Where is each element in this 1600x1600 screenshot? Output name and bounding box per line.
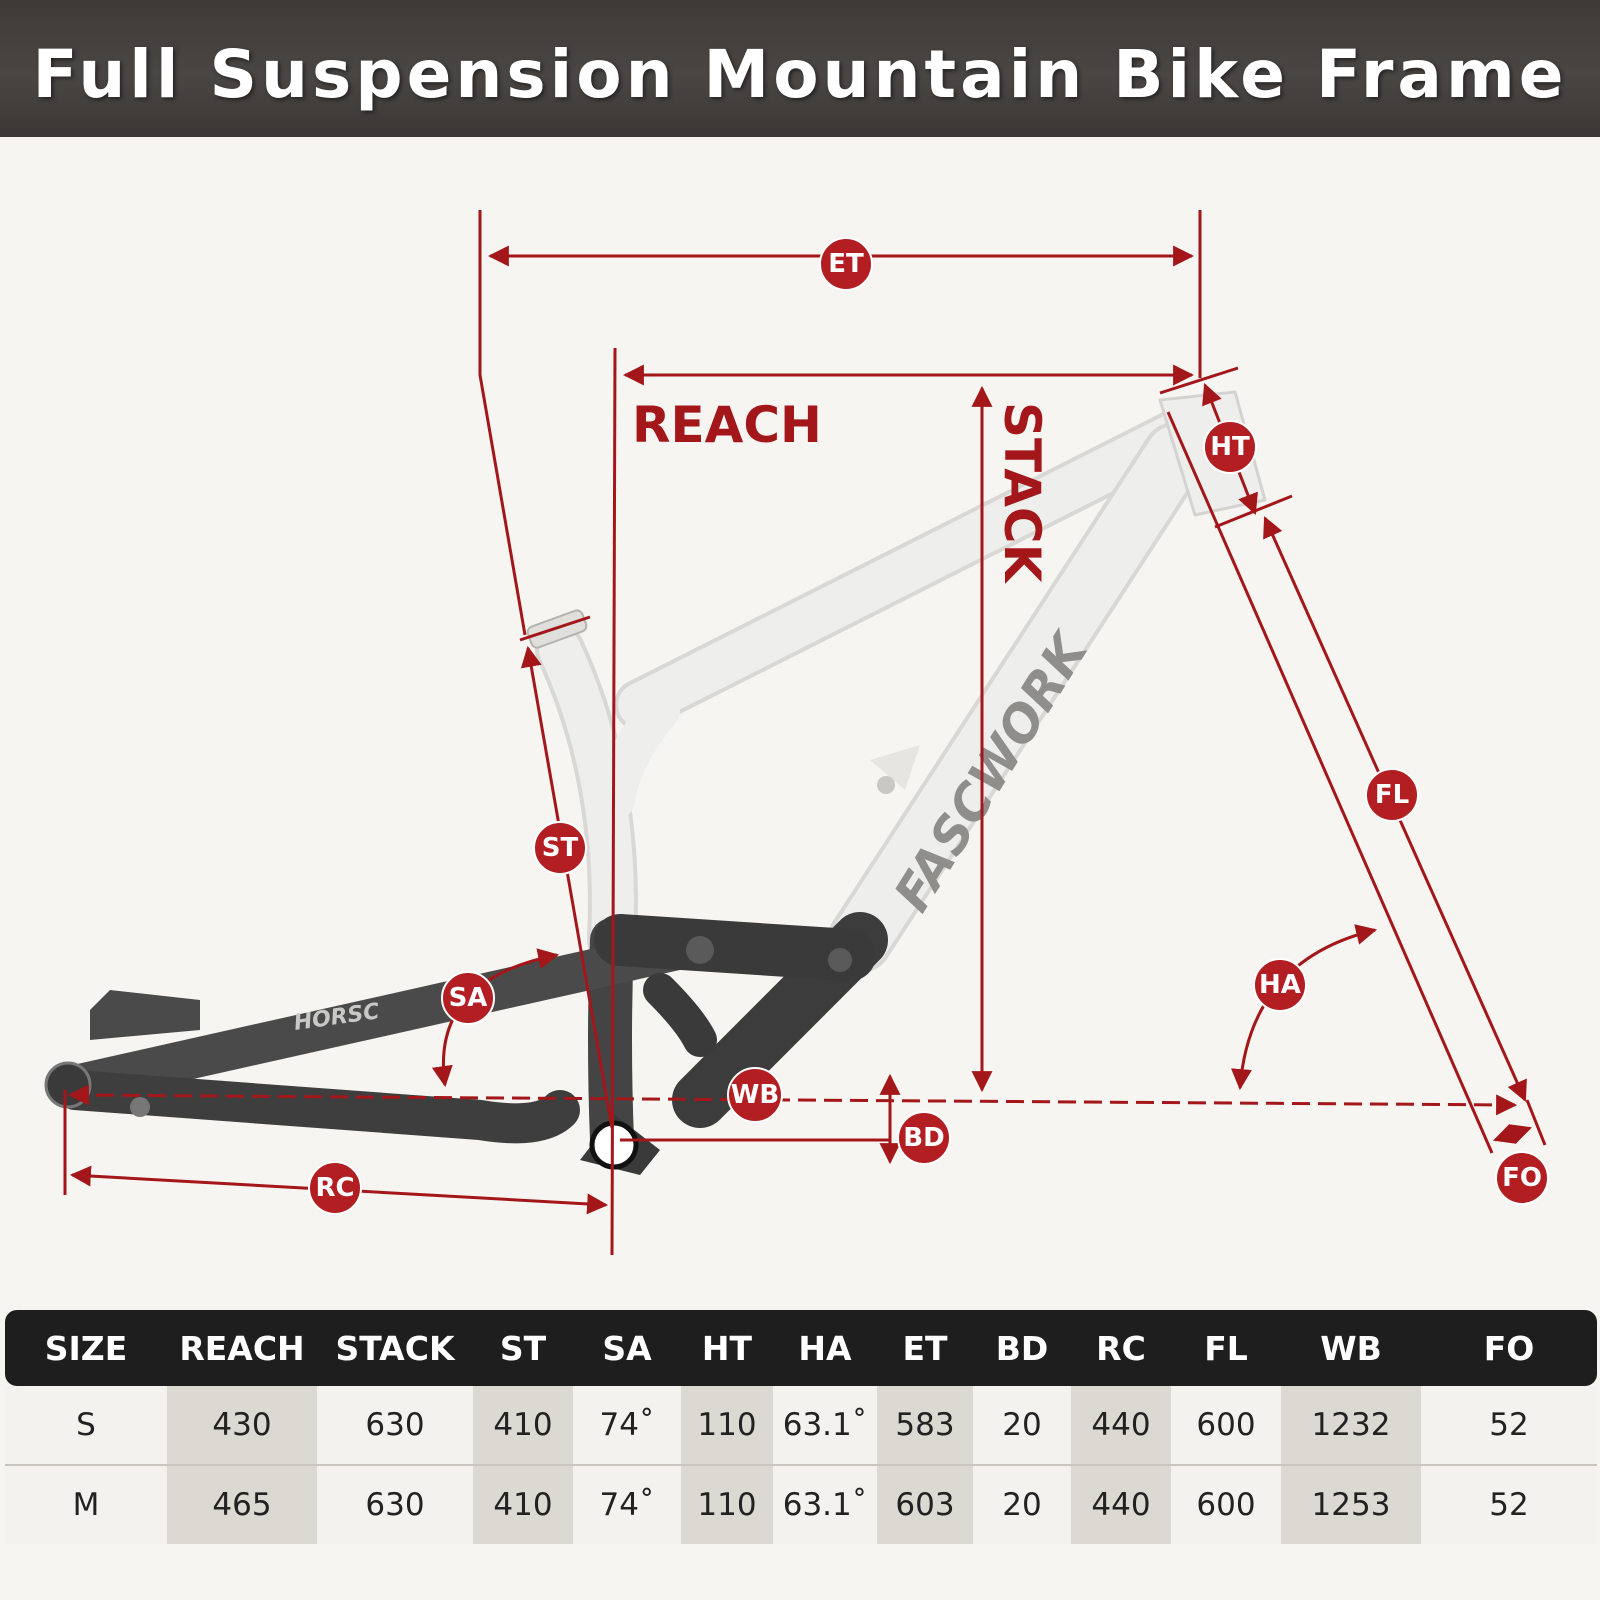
table-cell: 600: [1171, 1386, 1281, 1466]
table-cell: 440: [1071, 1386, 1171, 1466]
table-cell: 1253: [1281, 1465, 1421, 1544]
table-header-row: SIZE REACH STACK ST SA HT HA ET BD RC FL…: [5, 1310, 1597, 1386]
table-cell: 110: [681, 1465, 773, 1544]
fo-right-tick: [1525, 1099, 1547, 1146]
ht-top-tick: [1159, 366, 1239, 395]
front-triangle: [526, 390, 1267, 973]
col-header-stack: STACK: [317, 1310, 473, 1386]
table-cell: 110: [681, 1386, 773, 1466]
table-cell: 20: [973, 1465, 1071, 1544]
svg-text:FO: FO: [1502, 1163, 1542, 1193]
geometry-diagram: FASCWORK HORSC RE: [44, 210, 1549, 1256]
col-header-rc: RC: [1071, 1310, 1171, 1386]
badge-rc: RC: [308, 1161, 362, 1215]
col-header-size: SIZE: [5, 1310, 167, 1386]
table-cell: 1232: [1281, 1386, 1421, 1466]
badge-sa: SA: [441, 971, 495, 1025]
badge-st: ST: [533, 821, 587, 875]
col-header-st: ST: [473, 1310, 573, 1386]
table-cell: 440: [1071, 1465, 1171, 1544]
table-cell: 52: [1421, 1386, 1597, 1466]
badge-et: ET: [819, 237, 873, 291]
svg-text:WB: WB: [731, 1080, 780, 1110]
table-cell: 52: [1421, 1465, 1597, 1544]
col-header-wb: WB: [1281, 1310, 1421, 1386]
fork-axis-line: [1166, 411, 1494, 1154]
col-header-ht: HT: [681, 1310, 773, 1386]
table-cell: 63.1˚: [773, 1386, 877, 1466]
badge-fl: FL: [1365, 768, 1419, 822]
badge-wb: WB: [727, 1067, 783, 1123]
downtube-brand-text: FASCWORK: [883, 622, 1100, 922]
svg-text:ST: ST: [542, 833, 579, 863]
svg-text:SA: SA: [449, 983, 488, 1013]
col-header-bd: BD: [973, 1310, 1071, 1386]
reach-label: REACH: [632, 396, 822, 454]
table-cell: 20: [973, 1386, 1071, 1466]
geometry-table: SIZE REACH STACK ST SA HT HA ET BD RC FL…: [5, 1310, 1597, 1544]
badge-ht: HT: [1203, 420, 1257, 474]
svg-text:HA: HA: [1259, 970, 1301, 1000]
table-cell: 410: [473, 1465, 573, 1544]
bike-frame: FASCWORK HORSC: [44, 390, 1267, 1175]
svg-text:BD: BD: [903, 1123, 944, 1153]
table-cell: 630: [317, 1386, 473, 1466]
col-header-fo: FO: [1421, 1310, 1597, 1386]
st-top-tick: [519, 615, 591, 642]
table-cell: M: [5, 1465, 167, 1544]
table-row: S 430 630 410 74˚ 110 63.1˚ 583 20 440 6…: [5, 1386, 1597, 1466]
st-arrow: [520, 645, 614, 1129]
svg-text:ET: ET: [828, 249, 864, 279]
table-cell: 600: [1171, 1465, 1281, 1544]
ha-arc: [1231, 924, 1378, 1091]
table-cell: 410: [473, 1386, 573, 1466]
table-cell: 74˚: [573, 1465, 681, 1544]
table-cell: 583: [877, 1386, 973, 1466]
badge-ha: HA: [1253, 958, 1307, 1012]
wb-dashed-line: [67, 1084, 1518, 1116]
col-header-ha: HA: [773, 1310, 877, 1386]
page-title: Full Suspension Mountain Bike Frame: [32, 36, 1568, 113]
table-cell: 74˚: [573, 1386, 681, 1466]
table-cell: 630: [317, 1465, 473, 1544]
col-header-fl: FL: [1171, 1310, 1281, 1386]
svg-text:RC: RC: [315, 1173, 354, 1203]
table-cell: 465: [167, 1465, 317, 1544]
badge-bd: BD: [897, 1111, 951, 1165]
table-row: M 465 630 410 74˚ 110 63.1˚ 603 20 440 6…: [5, 1465, 1597, 1544]
col-header-reach: REACH: [167, 1310, 317, 1386]
et-left-extension: [478, 210, 527, 636]
table-cell: 603: [877, 1465, 973, 1544]
table-cell: 430: [167, 1386, 317, 1466]
table-cell: 63.1˚: [773, 1465, 877, 1544]
stack-label: STACK: [993, 402, 1051, 585]
title-banner: Full Suspension Mountain Bike Frame: [0, 0, 1600, 137]
col-header-sa: SA: [573, 1310, 681, 1386]
badge-fo: FO: [1495, 1151, 1549, 1205]
table-cell: S: [5, 1386, 167, 1466]
fo-arrow: [1493, 1123, 1532, 1145]
col-header-et: ET: [877, 1310, 973, 1386]
svg-text:HT: HT: [1210, 432, 1250, 462]
svg-text:FL: FL: [1375, 780, 1409, 810]
